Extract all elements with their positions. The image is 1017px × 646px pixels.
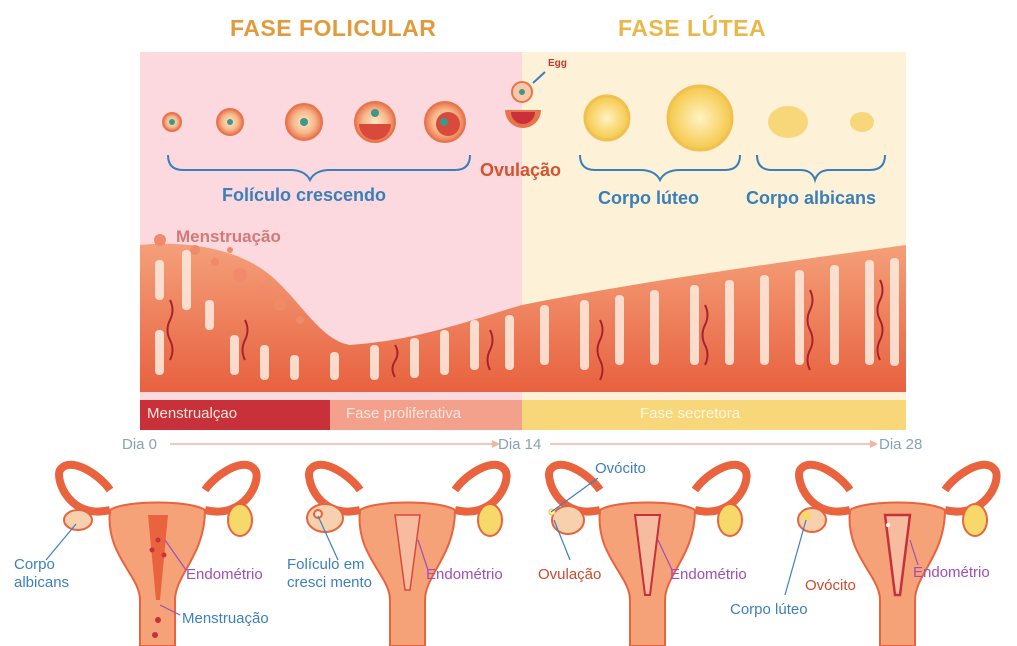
follicular-phase-title: FASE FOLICULAR: [230, 15, 436, 42]
endometrium-label-1: Endométrio: [186, 566, 263, 583]
day-14-label: Dia 14: [498, 436, 541, 453]
egg-label: Egg: [548, 58, 567, 69]
day-28-label: Dia 28: [879, 436, 922, 453]
corpus-albicans-label: Corpo albicans: [746, 188, 876, 209]
proliferative-bar-label: Fase proliferativa: [346, 405, 461, 422]
corpus-albicans-label-1b: albicans: [14, 574, 69, 592]
endometrium-label-3: Endométrio: [670, 566, 747, 583]
corpus-luteum-label-4: Corpo lúteo: [730, 601, 808, 619]
menstruation-label-1: Menstruação: [182, 610, 269, 628]
luteal-phase-title: FASE LÚTEA: [618, 15, 766, 42]
corpus-luteum-label: Corpo lúteo: [598, 188, 699, 209]
menstruation-bar-label: Menstrualçao: [147, 405, 237, 422]
oocyte-label-4: Ovócito: [805, 577, 856, 594]
secretory-bar-label: Fase secretora: [640, 405, 740, 422]
growing-follicle-label: Folículo crescendo: [222, 185, 386, 206]
endometrium-label-2: Endométrio: [426, 566, 503, 583]
growing-follicle-label-2b: cresci mento: [287, 574, 372, 592]
oocyte-label-3: Ovócito: [595, 460, 646, 478]
ovulation-label-3: Ovulação: [538, 566, 601, 583]
endometrium-label-4: Endométrio: [913, 564, 990, 581]
growing-follicle-label-2a: Folículo em: [287, 556, 365, 574]
ovulation-label: Ovulação: [480, 160, 561, 181]
corpus-albicans-label-1a: Corpo: [14, 556, 55, 574]
day-0-label: Dia 0: [122, 436, 157, 453]
menstruation-tissue-label: Menstruação: [176, 227, 281, 247]
